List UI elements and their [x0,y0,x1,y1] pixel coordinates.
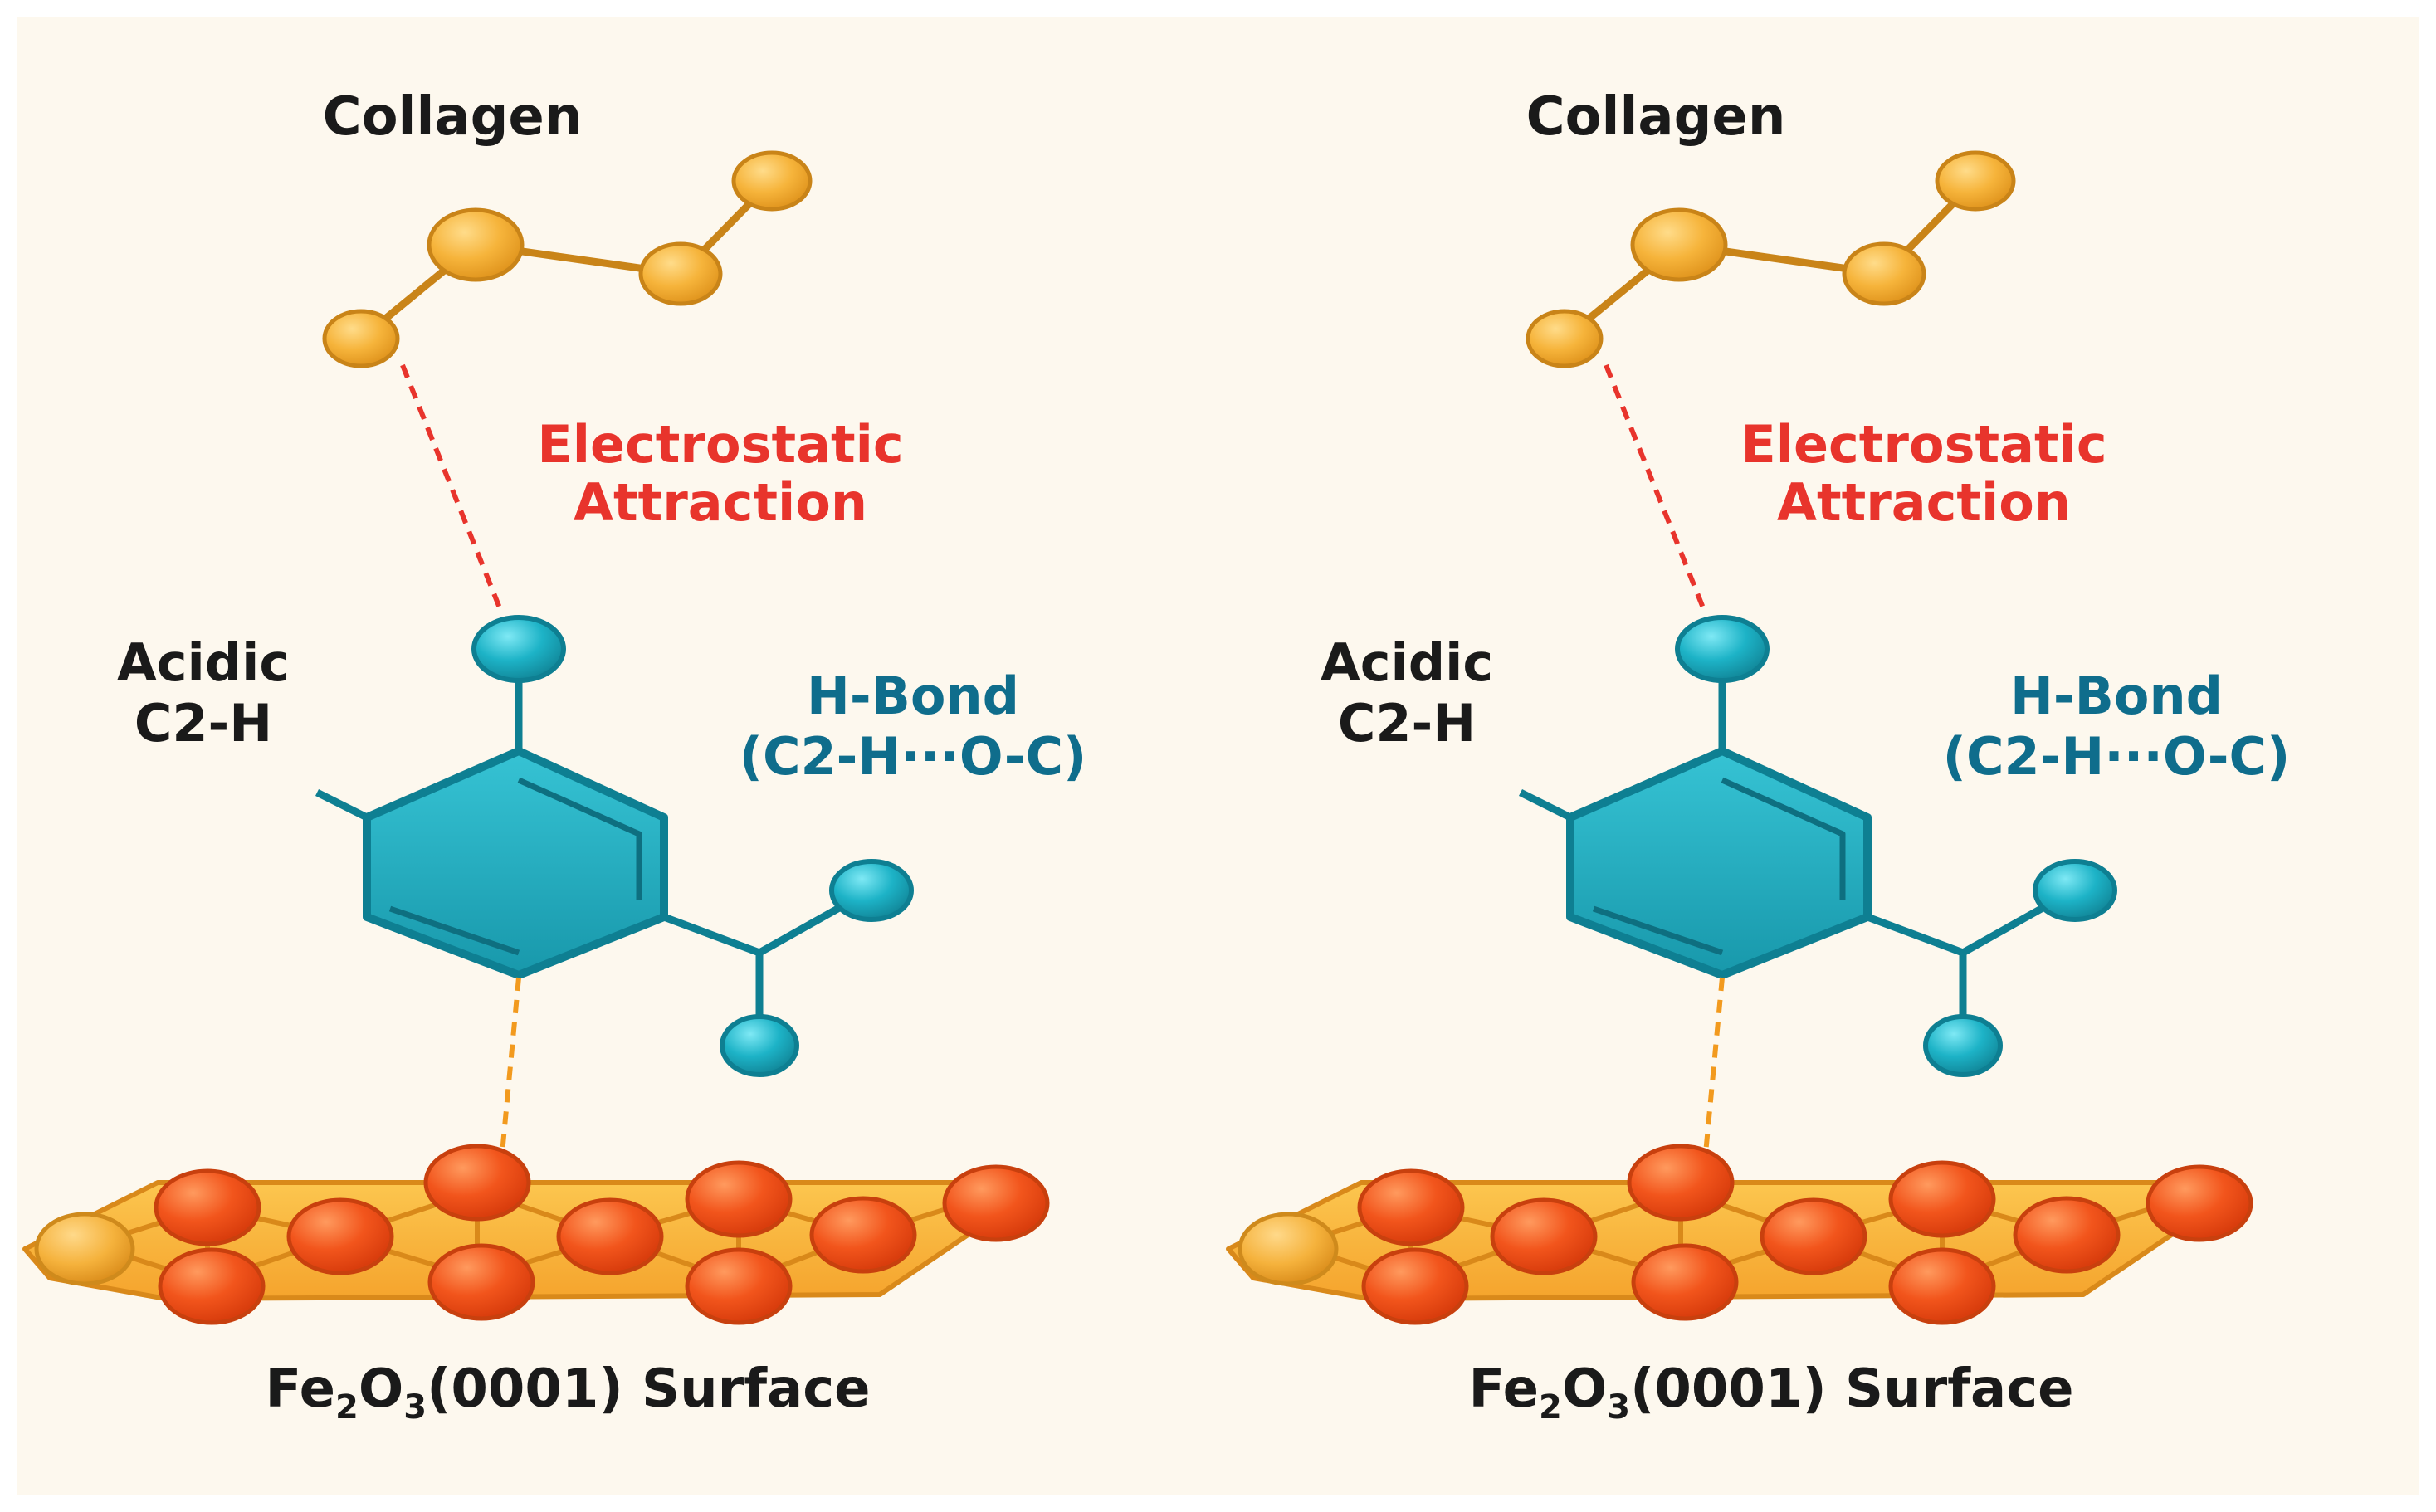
fe-atom [1631,1243,1739,1321]
side-chain-atom [1923,1014,2003,1077]
aromatic-inner-bond [1721,777,1846,900]
collagen-atom [1630,207,1728,282]
collagen-atom [1842,241,1926,306]
fe-atom [154,1168,261,1246]
surface-dashed-line [1703,977,1725,1154]
collagen-atom [731,150,813,212]
fe-atom [1361,1247,1469,1325]
surface-label-fe-subscript: 2 [335,1388,359,1427]
collagen-chain [322,150,813,368]
fe-atom [809,1196,917,1274]
fe-atom [427,1243,535,1321]
c2-h-atom [1675,615,1770,683]
hbond-label-line2: (C2-H···O-C) [1943,726,2291,787]
collagen-atom [427,207,525,282]
panel-right: Collagen Electrostatic Attraction Acidic… [1226,86,2291,1427]
collagen-bonds [357,177,776,343]
imidazole-molecule [315,615,914,1077]
acidic-label-line2: C2-H [1338,693,1476,754]
electrostatic-label-line2: Attraction [574,472,867,533]
electrostatic-label-line1: Electrostatic [537,414,903,475]
c2-h-atom [471,615,566,683]
fe-atom [423,1144,531,1222]
collagen-atom [1526,309,1604,368]
collagen-bonds [1560,177,1980,343]
side-chain-atom [829,859,914,922]
fe-atom [1888,1160,1996,1238]
surface-edge-atom [34,1212,135,1286]
electrostatic-label-line1: Electrostatic [1740,414,2106,475]
side-chain-atom [2033,859,2117,922]
fe-atom [2146,1164,2253,1242]
fe-atom [1490,1197,1598,1275]
fe-atom [685,1160,793,1238]
aromatic-inner-bond [1592,905,1724,956]
fe-atom [1888,1247,1996,1325]
fe2o3-surface [22,1144,1050,1325]
collagen-atom [638,241,723,306]
fe-atom [556,1197,664,1275]
surface-label-rest: (0001) Surface [1630,1358,2074,1420]
acidic-label-line1: Acidic [1321,632,1493,693]
surface-label-fe: Fe [1468,1358,1539,1420]
surface-dashed-line [500,977,521,1154]
collagen-label: Collagen [1526,86,1786,148]
surface-label-rest: (0001) Surface [427,1358,871,1420]
acidic-label-line1: Acidic [117,632,290,693]
hbond-label-line2: (C2-H···O-C) [740,726,1087,787]
fe-atom [2013,1196,2121,1274]
surface-label: Fe2O3(0001) Surface [265,1358,870,1427]
collagen-atom [1935,150,2016,212]
fe-atom [286,1197,394,1275]
collagen-atom [322,309,400,368]
fe-atom [158,1247,266,1325]
surface-label: Fe2O3(0001) Surface [1468,1358,2073,1427]
hbond-label-line1: H-Bond [807,666,1019,726]
surface-label-fe: Fe [265,1358,335,1420]
fe-atom [685,1247,793,1325]
electrostatic-label-line2: Attraction [1777,472,2071,533]
surface-edge-atom [1238,1212,1339,1286]
surface-label-fe-subscript: 2 [1539,1388,1562,1427]
surface-label-o-subscript: 3 [1607,1388,1630,1427]
fe2o3-surface [1226,1144,2253,1325]
acidic-label-line2: C2-H [134,693,272,754]
hbond-label-line1: H-Bond [2010,666,2223,726]
side-chain-atom [720,1014,799,1077]
substituent-bond [1518,788,1573,822]
surface-label-o: O [359,1358,403,1420]
fe-atom [1760,1197,1867,1275]
surface-atoms [1238,1144,2253,1325]
aromatic-ring [363,747,668,979]
imidazole-molecule [1518,615,2117,1077]
substituent-bond [315,788,369,822]
surface-label-o: O [1562,1358,1607,1420]
surface-label-o-subscript: 3 [403,1388,427,1427]
fe-atom [942,1164,1050,1242]
fe-atom [1627,1144,1735,1222]
collagen-label: Collagen [323,86,583,148]
aromatic-inner-bond [517,777,642,900]
collagen-chain [1526,150,2016,368]
surface-atoms [34,1144,1050,1325]
fe-atom [1357,1168,1465,1246]
aromatic-inner-bond [388,905,520,956]
panel-left: Collagen Electrostatic Attraction Acidic… [22,86,1087,1427]
aromatic-ring [1566,747,1872,979]
